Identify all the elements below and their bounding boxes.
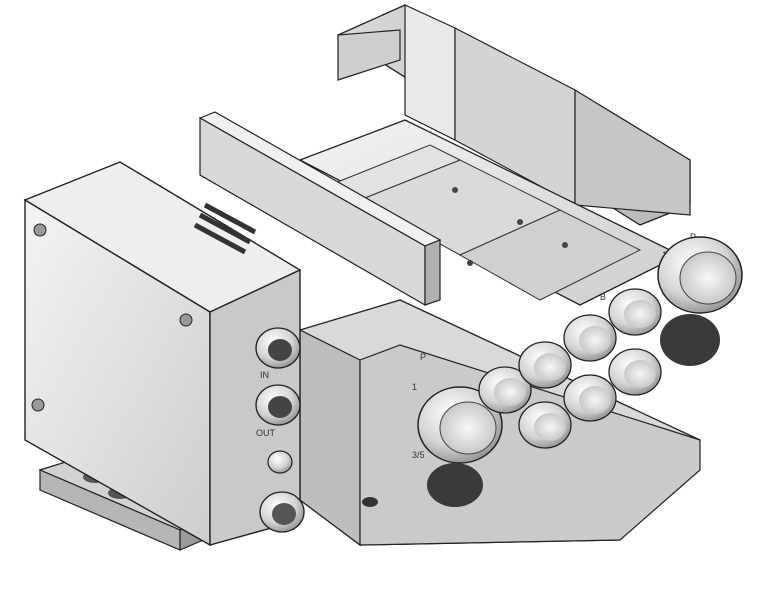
fitting-small [608, 288, 662, 336]
label-in: IN [260, 370, 269, 380]
fitting-large-right [657, 236, 743, 314]
fitting-small [478, 366, 532, 414]
connectors: IN OUT [255, 327, 305, 533]
mount-hole [362, 497, 378, 507]
screw-icon [33, 223, 47, 237]
blade-plate [198, 111, 442, 307]
port-label-p: P [420, 352, 426, 362]
port-label-b: B [600, 292, 606, 302]
screw-icon [467, 260, 473, 266]
screw-icon [452, 187, 458, 193]
vent-slots [193, 202, 257, 255]
fitting-small [518, 341, 572, 389]
screw-icon [31, 398, 45, 412]
valve-stations [298, 119, 682, 306]
fitting-small [518, 401, 572, 449]
connector-out: OUT [255, 384, 301, 438]
port-label-ea: 3/5 [412, 450, 425, 460]
connector-in: IN [255, 327, 301, 380]
screw-icon [179, 313, 193, 327]
port-label-1: 1 [412, 382, 417, 392]
connector-power [259, 491, 305, 533]
screw-icon [517, 219, 523, 225]
port-dark [427, 463, 483, 507]
port-dark [660, 314, 720, 366]
label-out: OUT [256, 428, 276, 438]
rear-bracket [336, 4, 691, 226]
screw-icon [562, 242, 568, 248]
fitting-small [563, 374, 617, 422]
fitting-small [608, 348, 662, 396]
connector-small [267, 450, 293, 474]
fitting-row [417, 236, 743, 507]
fitting-large-left [417, 386, 503, 464]
fitting-small [563, 314, 617, 362]
